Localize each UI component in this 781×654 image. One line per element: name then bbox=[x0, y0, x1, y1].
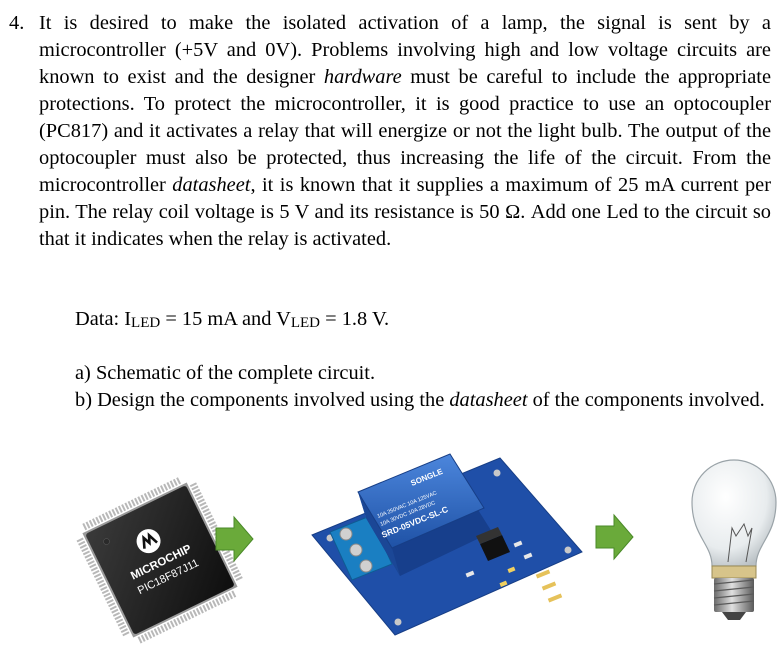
arrow-right-icon bbox=[215, 515, 254, 563]
pin-label-in: IN bbox=[555, 568, 563, 576]
task-b-suffix: of the components involved. bbox=[527, 389, 765, 411]
header-pins bbox=[535, 569, 563, 603]
task-b-term-datasheet: datasheet bbox=[449, 389, 528, 411]
question-text: It is desired to make the isolated activ… bbox=[39, 10, 771, 253]
arrow-right-icon bbox=[595, 513, 634, 561]
question-4: 4. It is desired to make the isolated ac… bbox=[9, 10, 771, 253]
question-text-part-3: , it is known that it supplies a maximum… bbox=[39, 174, 771, 250]
term-hardware: hardware bbox=[323, 66, 402, 88]
given-data: Data: ILED = 15 mA and VLED = 1.8 V. bbox=[75, 306, 389, 337]
circuit-illustration: MICROCHIP PIC18F87J11 bbox=[0, 440, 781, 649]
bulb-screw-base bbox=[713, 578, 755, 620]
task-list: a) Schematic of the complete circuit. b)… bbox=[75, 360, 771, 414]
illustration-svg: MICROCHIP PIC18F87J11 bbox=[76, 453, 777, 644]
question-number: 4. bbox=[9, 12, 25, 34]
data-prefix: Data: I bbox=[75, 308, 132, 330]
question-text-part-1: It is desired to make the isolated activ… bbox=[39, 12, 771, 88]
task-b: b) Design the components involved using … bbox=[75, 387, 771, 414]
i-led-subscript: LED bbox=[131, 315, 161, 331]
relay-module: SONGLE 10A 250VAC 10A 125VAC 10A 30VDC 1… bbox=[311, 453, 583, 636]
task-a: a) Schematic of the complete circuit. bbox=[75, 362, 376, 384]
microchip-logo-icon bbox=[136, 529, 161, 554]
term-datasheet: datasheet bbox=[172, 174, 251, 196]
light-bulb-icon bbox=[691, 459, 777, 620]
pin-label-gnd: GND bbox=[559, 577, 574, 588]
optocoupler bbox=[476, 527, 510, 561]
data-middle: = 15 mA and V bbox=[160, 308, 291, 330]
data-suffix: = 1.8 V. bbox=[320, 308, 390, 330]
microcontroller-chip: MICROCHIP PIC18F87J11 bbox=[76, 476, 244, 644]
task-b-prefix: b) Design the components involved using … bbox=[75, 389, 450, 411]
relay-body: SONGLE 10A 250VAC 10A 125VAC 10A 30VDC 1… bbox=[357, 453, 492, 576]
v-led-subscript: LED bbox=[290, 315, 321, 331]
question-text-part-2: must be careful to include the appropria… bbox=[39, 66, 771, 196]
pin-label-vcc: VCC bbox=[563, 589, 578, 600]
